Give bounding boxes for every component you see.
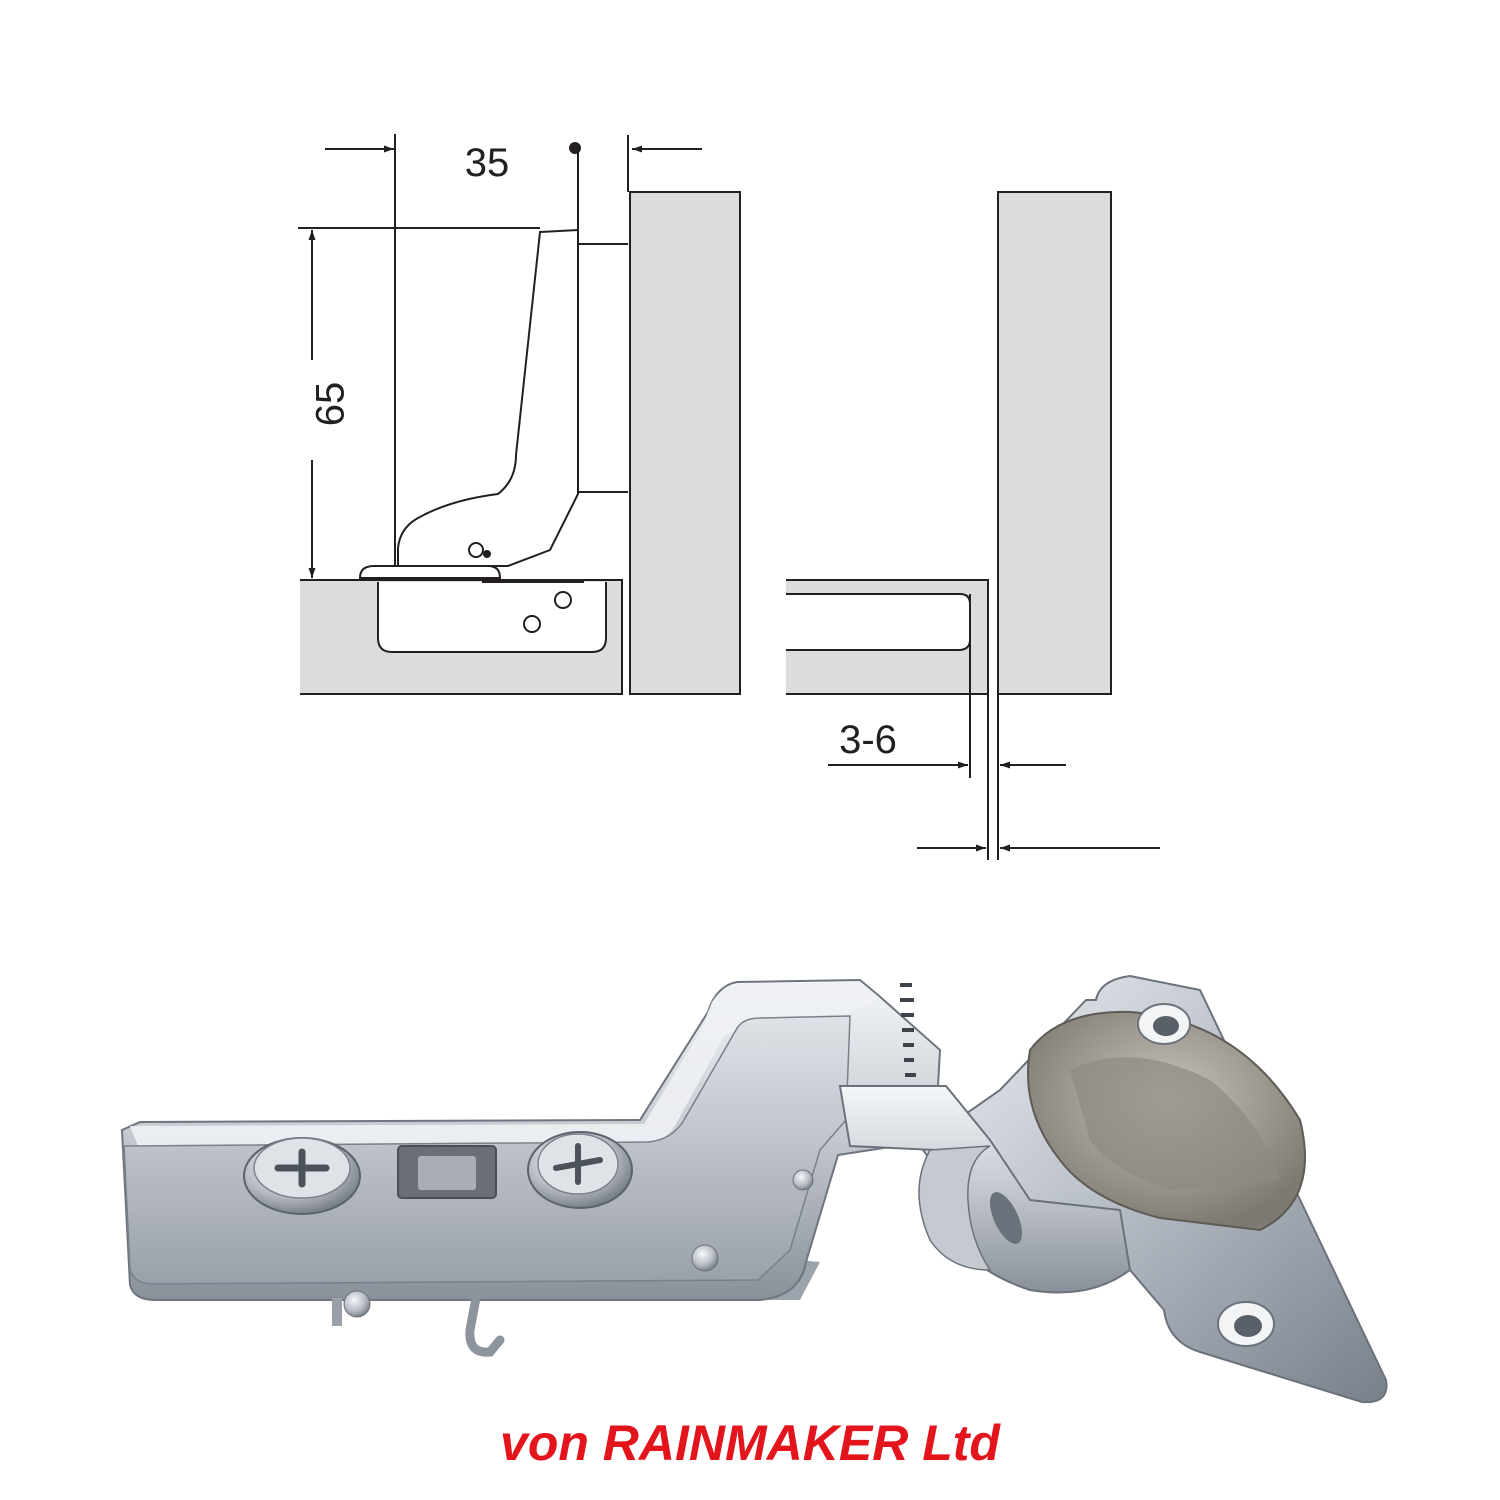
mounting-plate <box>578 243 628 493</box>
width-dimension-label: 35 <box>465 141 510 185</box>
arm-slot-clip <box>418 1156 476 1190</box>
cup-rim <box>1070 1057 1280 1190</box>
rivet <box>792 1169 814 1191</box>
hinge-photo <box>120 974 1388 1404</box>
cabinet-panel-right <box>997 191 1112 695</box>
adjustment-screw <box>243 1137 361 1215</box>
height-dimension-label: 65 <box>309 382 353 427</box>
pivot-dot <box>569 142 581 154</box>
cup-recess <box>377 582 607 653</box>
arm-top-face <box>130 982 880 1146</box>
hinge-link-knuckle <box>918 1145 992 1271</box>
cabinet-panel <box>629 191 741 695</box>
cup-flange <box>358 565 502 579</box>
door-edge-right <box>786 593 971 651</box>
rivet <box>343 1290 371 1318</box>
link-slot <box>989 1192 1023 1244</box>
hinge-spring <box>900 983 916 1077</box>
adjustment-screw <box>527 1131 633 1209</box>
hinge-pivot <box>483 550 491 558</box>
hinge-pivot <box>468 542 484 558</box>
left-drawing <box>298 134 741 695</box>
clip-pin <box>332 1298 342 1326</box>
door-screw-hole <box>554 591 572 609</box>
gap-dimension-label: 3-6 <box>839 718 897 762</box>
brand-caption: von RAINMAKER Ltd <box>500 1415 1000 1471</box>
right-drawing <box>786 191 1160 860</box>
plate-screw-hole <box>1234 1315 1262 1337</box>
rivet <box>691 1244 719 1272</box>
clip-hook <box>465 1293 505 1357</box>
plate-screw-hole <box>1153 1016 1179 1036</box>
hinge-arm <box>397 228 579 567</box>
door-screw-hole <box>523 615 541 633</box>
